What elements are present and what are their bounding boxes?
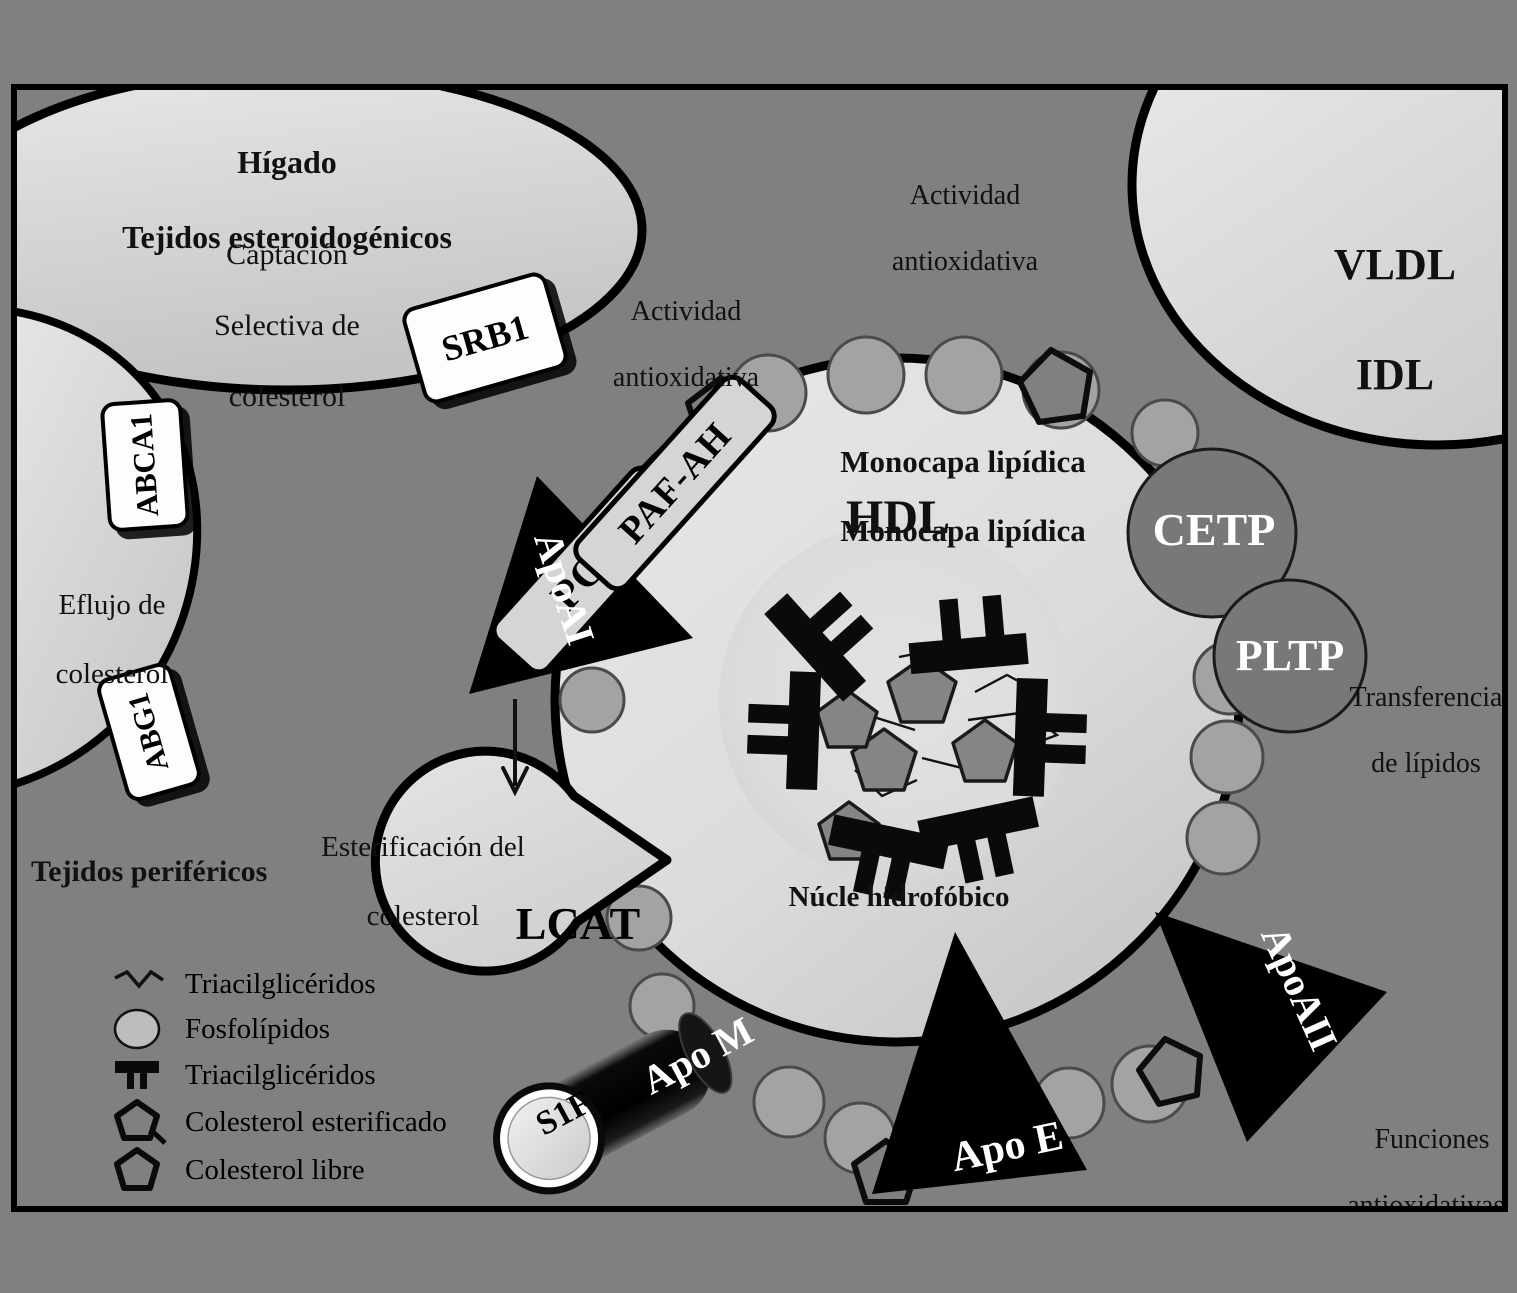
hdl-monolayer-label: Monocapa lipídica Monocapa lipídica xyxy=(733,410,1193,584)
legend-item: Triacilglicéridos xyxy=(95,1052,515,1098)
legend-item: Colesterol libre xyxy=(95,1146,515,1194)
free-cholesterol-icon xyxy=(1136,1036,1203,1107)
efflux-text: Eflujo de colesterol xyxy=(17,554,207,725)
phospholipid-icon xyxy=(558,666,626,734)
antioxidant-activity-left: Actividad antioxidativa xyxy=(571,262,801,427)
phospholipid-icon xyxy=(1189,719,1265,795)
lipid-transfer-text: Transferencia de lípidos xyxy=(1321,648,1503,813)
circle-icon xyxy=(113,1008,161,1050)
vldl-idl-label: VLDL IDL xyxy=(1275,182,1502,457)
antiox-top-line1: Actividad xyxy=(909,180,1021,212)
srb1-label: SRB1 xyxy=(437,306,533,370)
apoaii-note-line1: Funciones xyxy=(1374,1124,1490,1156)
lcat-label: LCAT xyxy=(515,897,641,949)
esterified-cholesterol-icon xyxy=(951,718,1019,783)
legend-label: Triacilglicéridos xyxy=(185,967,376,1000)
pltp-circle xyxy=(1212,578,1368,734)
efflux-line2: colesterol xyxy=(55,657,169,690)
pentagon-icon xyxy=(114,1147,160,1191)
liver-body-text: Captación Selectiva de colesterol xyxy=(127,202,447,450)
apoe-triangle xyxy=(872,932,1087,1194)
diagram-frame: POX PAF-AH SRB1 ABCA1 ABG1 Hígado Tejido… xyxy=(11,84,1508,1212)
peripheral-tissue-label: Tejidos periféricos xyxy=(31,855,268,888)
triacylglyceride-icon xyxy=(1012,677,1088,797)
phospholipid-icon xyxy=(826,335,906,415)
liver-title-line2: Tejidos esteroidogénicos xyxy=(122,219,452,256)
legend: Triacilglicéridos Fosfolípidos Triacilgl… xyxy=(95,962,515,1194)
lipid-transfer-line2: de lípidos xyxy=(1371,748,1481,780)
apoaii-triangle xyxy=(1155,912,1387,1142)
triacylglyceride-glyphs xyxy=(746,591,1088,902)
triacylglyceride-icon xyxy=(908,594,1029,675)
phospholipid-icon xyxy=(605,884,673,952)
antioxidant-activity-top: Actividad antioxidativa xyxy=(850,146,1080,311)
liver-body-line2: Selectiva de xyxy=(214,309,360,343)
lcat-shape xyxy=(370,746,672,976)
monolayer-line1: Monocapa lipídica xyxy=(840,443,1086,479)
antiox-left-line1: Actividad xyxy=(630,296,742,328)
cetp-label-wrap[interactable]: CETP xyxy=(1130,498,1298,560)
monolayer-line2: Monocapa lipídica xyxy=(840,513,1086,549)
pltp-label-wrap[interactable]: PLTP xyxy=(1209,624,1371,686)
liver-title: Hígado Tejidos esteroidogénicos xyxy=(47,106,527,295)
squiggle-icon xyxy=(114,969,164,989)
antiox-top-line2: antioxidativa xyxy=(891,246,1039,278)
esterification-arrow xyxy=(501,699,529,797)
diagram-shapes xyxy=(17,90,1502,1205)
liver-body-line1: Captación xyxy=(226,238,348,272)
liver-title-line1: Hígado xyxy=(237,143,337,180)
apoaii-note-line2: antioxidativas? xyxy=(1347,1190,1508,1212)
triacylglyceride-icon xyxy=(828,814,950,902)
legend-item: Fosfolípidos xyxy=(95,1006,515,1052)
legend-label: Colesterol libre xyxy=(185,1153,365,1186)
triacylglyceride-icon xyxy=(746,671,822,791)
efflux-line1: Eflujo de xyxy=(58,589,166,622)
idl-line: IDL xyxy=(1355,350,1435,399)
legend-label: Fosfolípidos xyxy=(185,1012,331,1045)
phospholipid-icon xyxy=(1185,800,1261,876)
vldl-line: VLDL xyxy=(1333,240,1457,289)
legend-item: Colesterol esterificado xyxy=(95,1098,515,1146)
apom-s1f-shape xyxy=(493,1012,733,1195)
cetp-circle xyxy=(1126,447,1298,619)
phospholipid-icon xyxy=(924,335,1004,415)
free-cholesterol-icon xyxy=(1017,347,1093,425)
lcat-label-wrap[interactable]: LCAT xyxy=(493,894,663,952)
legend-label: Colesterol esterificado xyxy=(185,1105,447,1138)
antiox-left-line2: antioxidativa xyxy=(612,362,760,394)
phospholipid-icon xyxy=(752,1065,826,1139)
triacylglyceride-icon xyxy=(764,591,874,702)
vldl-idl-particle-shape xyxy=(1127,90,1502,450)
legend-item: Triacilglicéridos xyxy=(95,962,515,1006)
lipid-transfer-line1: Transferencia xyxy=(1349,682,1503,714)
esterification-line1: Esterificación del xyxy=(321,831,525,864)
apoaii-note: Funciones antioxidativas? xyxy=(1307,1090,1508,1212)
legend-label: Triacilglicéridos xyxy=(185,1058,376,1091)
transfer-proteins xyxy=(1126,447,1368,734)
cetp-label: CETP xyxy=(1152,503,1276,555)
pentagon-tail-icon xyxy=(114,1099,167,1145)
triacylglyceride-icon xyxy=(917,796,1039,884)
liver-body-line3: colesterol xyxy=(228,379,346,413)
hdl-core-contents xyxy=(746,591,1088,902)
esterified-cholesterol-icon xyxy=(815,688,879,749)
esterified-cholesterol-icon xyxy=(886,656,958,724)
esterification-line2: colesterol xyxy=(366,899,480,932)
pltp-label: PLTP xyxy=(1235,630,1345,680)
e-block-icon xyxy=(115,1061,159,1089)
esterification-text: Esterificación del colesterol xyxy=(305,796,541,967)
hdl-name-label: HDL xyxy=(845,491,950,544)
hdl-core-label: Núcle hidrofóbico xyxy=(788,881,1010,913)
